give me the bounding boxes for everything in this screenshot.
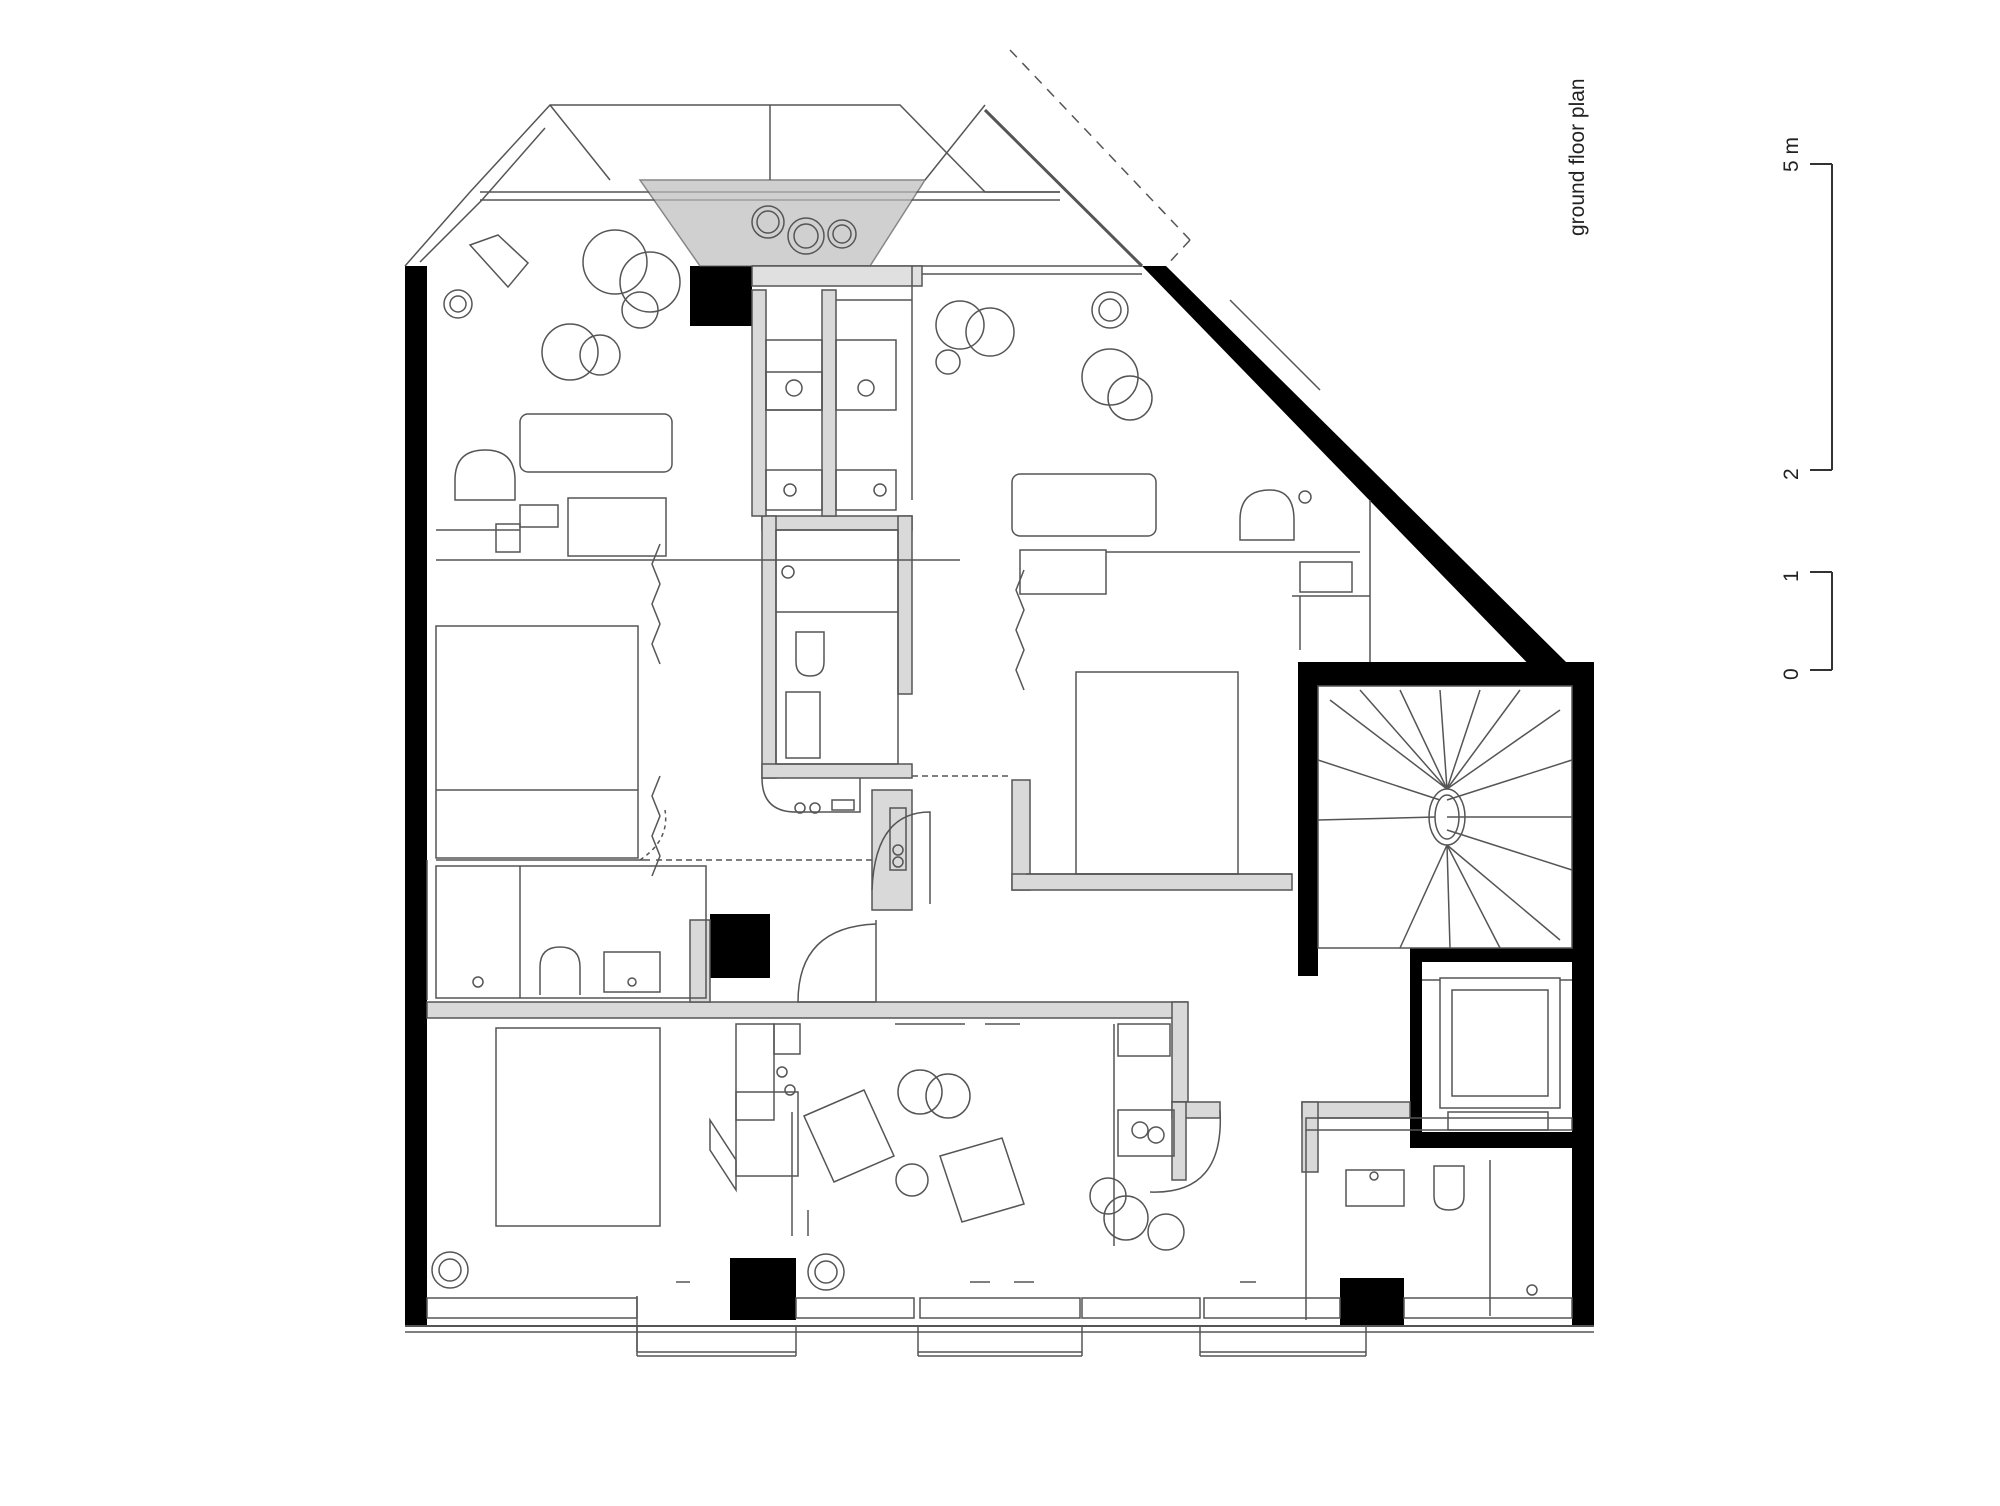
interior-partitions xyxy=(426,289,1411,1181)
living-room xyxy=(676,1023,1256,1291)
scale-tick-label-5m: 5 m xyxy=(1780,136,1803,172)
south-facade xyxy=(405,1296,1594,1357)
north-column-left xyxy=(690,266,752,326)
stair-core-wall-north xyxy=(1298,662,1594,686)
sink-icon xyxy=(1345,1169,1405,1207)
toilet-icon xyxy=(1433,1165,1465,1211)
lift-wall-north xyxy=(1410,948,1574,962)
south-column-left xyxy=(730,1258,796,1320)
armchair-icon xyxy=(1239,489,1295,541)
toilet-icon xyxy=(539,946,581,995)
kitchenette-central xyxy=(765,266,913,511)
lift-icon xyxy=(1422,977,1572,1131)
scale-tick-label-2: 2 xyxy=(1780,468,1803,480)
diagonal-wall xyxy=(1142,266,1566,676)
exterior-walls xyxy=(405,266,1594,1326)
bedroom-sw xyxy=(431,1027,661,1289)
scale-bar xyxy=(1810,163,1833,671)
kitchen-unit xyxy=(735,1023,775,1121)
stair-core-wall-east xyxy=(1572,662,1594,1326)
bedroom-ne xyxy=(935,291,1371,875)
armchair-icon xyxy=(939,1137,1025,1223)
bathroom-se xyxy=(1305,1117,1573,1320)
south-column-right xyxy=(1340,1278,1404,1326)
interior-column xyxy=(710,914,770,978)
scale-tick-label-1: 1 xyxy=(1780,570,1803,582)
door-swing-icon xyxy=(1149,1109,1222,1193)
armchair-icon xyxy=(454,449,516,501)
stair-core-wall-west xyxy=(1298,662,1318,976)
sink-icon xyxy=(603,951,661,993)
door-swing-icon xyxy=(797,923,877,1003)
staircase-icon xyxy=(1317,685,1573,949)
sink-icon xyxy=(785,691,821,759)
terrace-paving xyxy=(638,179,927,267)
bathroom-central xyxy=(761,529,899,814)
column-icon xyxy=(807,1253,845,1291)
bathroom-west xyxy=(435,865,707,999)
scale-tick-label-0: 0 xyxy=(1780,668,1803,680)
bed-icon xyxy=(1075,671,1239,875)
west-wall xyxy=(405,266,427,1326)
north-bay-window xyxy=(404,49,1191,287)
bed-icon xyxy=(435,625,639,859)
toilet-icon xyxy=(795,631,825,677)
plant-pot-icon xyxy=(751,205,857,255)
stove-icon xyxy=(773,1023,801,1055)
desk xyxy=(519,413,673,473)
bed-icon xyxy=(495,1027,661,1227)
lift-wall-south xyxy=(1410,1132,1574,1148)
bedroom-nw xyxy=(426,229,960,1000)
entry-hall xyxy=(656,775,1012,1003)
sofa-icon xyxy=(803,1089,895,1183)
drawing-title: ground floor plan xyxy=(1566,78,1589,236)
desk xyxy=(1011,473,1157,537)
column-icon xyxy=(431,1251,469,1289)
lift-wall-west xyxy=(1410,948,1422,1140)
